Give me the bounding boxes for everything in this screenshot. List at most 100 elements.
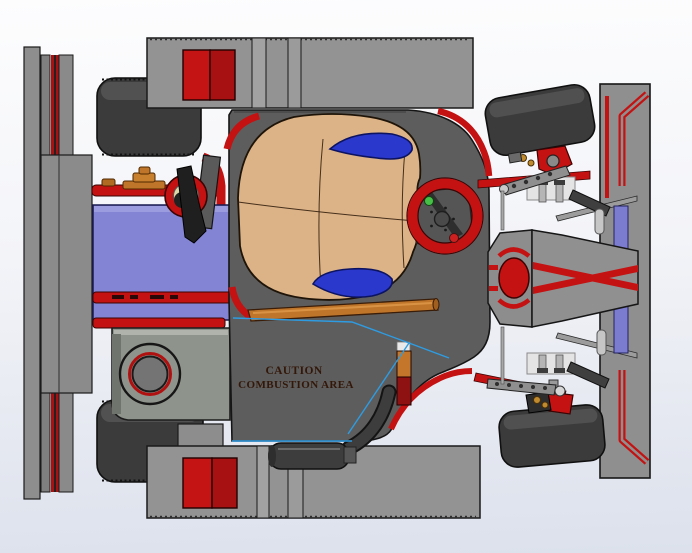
muffler-inlet	[343, 446, 357, 464]
brake-fitting-bottom-1	[533, 396, 541, 404]
rear-bumper-center-block	[40, 154, 93, 394]
seat-bolster-bottom	[311, 267, 393, 298]
nose-stripe-2	[533, 265, 638, 294]
side-pod-bottom-mount	[177, 423, 224, 449]
caution-decal-line1: CAUTION	[265, 365, 322, 377]
front-axle-bottom	[473, 329, 610, 468]
rod-lower-segment	[500, 326, 505, 385]
steering-rim-outer-edge	[406, 177, 484, 255]
seat-shell	[237, 113, 422, 301]
brake-lever	[176, 165, 207, 244]
frame-tube-clamp-marks	[112, 295, 178, 299]
side-pod-top	[146, 37, 474, 109]
airbox-intake-disk	[131, 355, 169, 393]
nose-chevron-top	[497, 247, 531, 258]
seat-seam-vertical-2	[401, 148, 406, 269]
sketch-reference-lines	[232, 317, 450, 442]
side-impact-bar-endcap	[432, 298, 440, 311]
fuel-line-fitting	[101, 178, 116, 187]
sketch-line-upper	[232, 317, 450, 359]
post-cylinder-top	[594, 208, 605, 235]
frame-arc-seat-bottom-left	[228, 286, 253, 320]
frame-arc-seat-top-left	[223, 112, 261, 150]
frame-tube-lower	[92, 317, 226, 329]
bumper-red-post	[605, 96, 609, 198]
front-tire-top-highlight	[489, 88, 585, 118]
tie-rod-arm-bottom-holes	[495, 382, 547, 390]
master-bolt-top-2	[555, 182, 564, 203]
airbox-top-highlight	[114, 330, 228, 335]
front-tire-bottom	[498, 404, 606, 468]
steering-hub-bolts	[430, 206, 455, 232]
master-bolt-bottom-1-cap	[537, 368, 548, 373]
tie-rod-arm-top-holes	[511, 171, 553, 189]
seat-seam-vertical-1	[318, 138, 324, 290]
brake-fitting-top-2	[527, 159, 535, 167]
steering-hub	[433, 210, 451, 228]
clutch-assembly	[164, 154, 222, 244]
frame-tube-wheel-arch	[388, 368, 473, 431]
post-cylinder-bottom	[596, 329, 607, 356]
nose-stub-stripe-1	[489, 265, 498, 270]
side-pod-top-decal-left	[182, 49, 211, 101]
rod-upper-segment	[500, 190, 505, 231]
side-pod-bottom-decal-left	[182, 457, 213, 509]
nose-chevron-bottom	[497, 298, 531, 309]
side-pod-top-seg2	[287, 37, 302, 109]
nose-cone	[487, 229, 639, 328]
sketch-line-diagonal	[347, 342, 410, 435]
master-bolt-top-1	[538, 182, 547, 203]
tie-rod-pivot-bottom	[554, 385, 566, 397]
steering-wheel	[406, 177, 484, 255]
airbox-intake-red-ring	[128, 352, 172, 396]
pedal-orange	[396, 350, 412, 378]
steering-brake-rod	[500, 190, 505, 385]
side-pod-top-seg1	[251, 37, 267, 109]
fuel-cap-knob	[138, 166, 151, 175]
brake-fitting-bottom-2	[541, 401, 549, 409]
side-pod-top-decal-right	[209, 49, 236, 101]
pedal-crimson	[396, 376, 412, 406]
frame-arc-cockpit-right	[437, 107, 493, 177]
side-pod-bottom-decal-right	[211, 457, 238, 509]
caliper-top	[507, 151, 523, 164]
radiator-top-edge	[94, 206, 232, 212]
pedals-center	[396, 341, 412, 406]
exhaust-system	[268, 384, 397, 470]
spindle-top-hub	[546, 154, 560, 168]
caution-decal: CAUTION COMBUSTION AREA	[238, 365, 354, 391]
front-tire-bottom-highlight	[503, 408, 598, 430]
seat-seam-horizontal	[237, 201, 417, 222]
driver-seat	[237, 113, 422, 301]
horn-button-green[interactable]	[424, 196, 434, 206]
nose-stub-stripe-2	[489, 286, 498, 291]
front-tire-top	[484, 83, 596, 157]
steering-rim-inner-edge	[417, 188, 473, 244]
side-impact-bar-highlight	[252, 302, 433, 314]
muffler-body	[268, 442, 350, 470]
airbox-left-shade	[112, 334, 121, 414]
bumper-tube-bottom-core	[620, 370, 648, 463]
side-impact-bar	[247, 298, 440, 322]
nose-red-oval	[498, 257, 530, 299]
bracket-bottom	[566, 361, 610, 389]
muffler-endcap	[268, 445, 276, 467]
horn-button-red[interactable]	[449, 233, 459, 243]
master-bolt-top-2-cap	[554, 180, 565, 185]
rear-bumper-outer-bar	[23, 46, 41, 500]
front-bumper	[555, 83, 651, 479]
engine-airbox	[111, 327, 231, 421]
bumper-tube-top-core	[620, 93, 648, 186]
chassis-frame-tubes	[223, 107, 493, 431]
front-axle-top	[477, 83, 611, 235]
steering-rim	[407, 178, 483, 254]
rear-bumper	[23, 46, 93, 500]
master-bolt-bottom-2-cap	[554, 368, 565, 373]
caution-decal-line2: COMBUSTION AREA	[238, 379, 354, 391]
bumper-pad-bottom	[613, 302, 629, 354]
side-pod-bottom-seg1	[256, 445, 270, 519]
seat-bolster-top	[328, 132, 413, 160]
airbox-intake-outer	[118, 342, 182, 406]
